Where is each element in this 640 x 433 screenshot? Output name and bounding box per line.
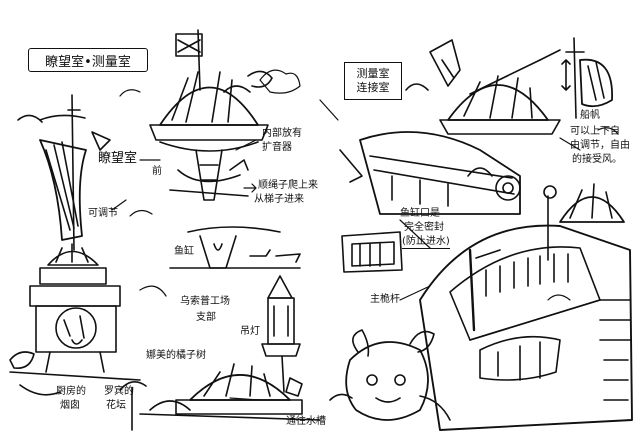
left-mast (17, 94, 111, 251)
garden-label-2: 花坛 (106, 400, 126, 411)
fish-tank-label: 鱼缸 (174, 246, 194, 257)
sail-label-4: 的接受风。 (572, 154, 622, 165)
ship-upper (339, 39, 561, 215)
leader-lines (111, 99, 581, 401)
sealed-label-3: (防止进水) (402, 236, 450, 249)
lookout-banner: 瞭望室•测量室 (28, 48, 148, 72)
kitchen-chimney-label-1: 厨房的 (56, 386, 86, 397)
kitchen-chimney-label-2: 烟囱 (60, 400, 80, 411)
sail-label-1: 船帆 (580, 110, 600, 121)
adjustable-label: 可调节 (88, 208, 118, 219)
sail-label-2: 可以上下自 (570, 126, 620, 137)
speaker-inside-label-2: 扩音器 (262, 142, 292, 153)
lookout-dome (149, 29, 273, 201)
front-label: 前 (152, 166, 162, 177)
left-tower (9, 243, 141, 396)
water-tank-label: 通往水槽 (286, 416, 326, 427)
decorative-clouds (119, 69, 619, 301)
speaker-inside-label-1: 内部放有 (262, 128, 302, 139)
survey-room-label-1: 测量室 (356, 67, 390, 81)
ladder-label-1: 顺绳子爬上来 (258, 180, 318, 191)
bottom-dome (119, 363, 321, 431)
orange-trees-label: 娜美的橘子树 (146, 350, 206, 361)
survey-room-box: 测量室 连接室 (344, 62, 402, 100)
garden-label-1: 罗宾的 (104, 386, 134, 397)
ship-figurehead (329, 329, 451, 421)
factory-label-1: 乌索普工场 (180, 296, 230, 307)
lantern-tower (261, 275, 303, 397)
lookout-room-label: 瞭望室 (98, 151, 138, 166)
ship-hull (419, 224, 633, 431)
survey-room-label-2: 连接室 (356, 81, 390, 94)
sealed-label-1: 鱼缸口是 (400, 208, 440, 219)
main-mast-label: 主桅杆 (370, 294, 400, 305)
tank-inset (341, 231, 403, 273)
sail-label-3: 由调节，自由 (570, 140, 630, 151)
aft-dome (543, 183, 625, 261)
fish-tank-structure (169, 226, 301, 269)
lantern-label: 吊灯 (240, 326, 260, 337)
right-mast-sail (561, 37, 613, 119)
ladder-label-2: 从梯子进来 (254, 194, 304, 205)
factory-label-2: 支部 (196, 312, 216, 323)
sealed-label-2: 完全密封 (404, 222, 444, 233)
